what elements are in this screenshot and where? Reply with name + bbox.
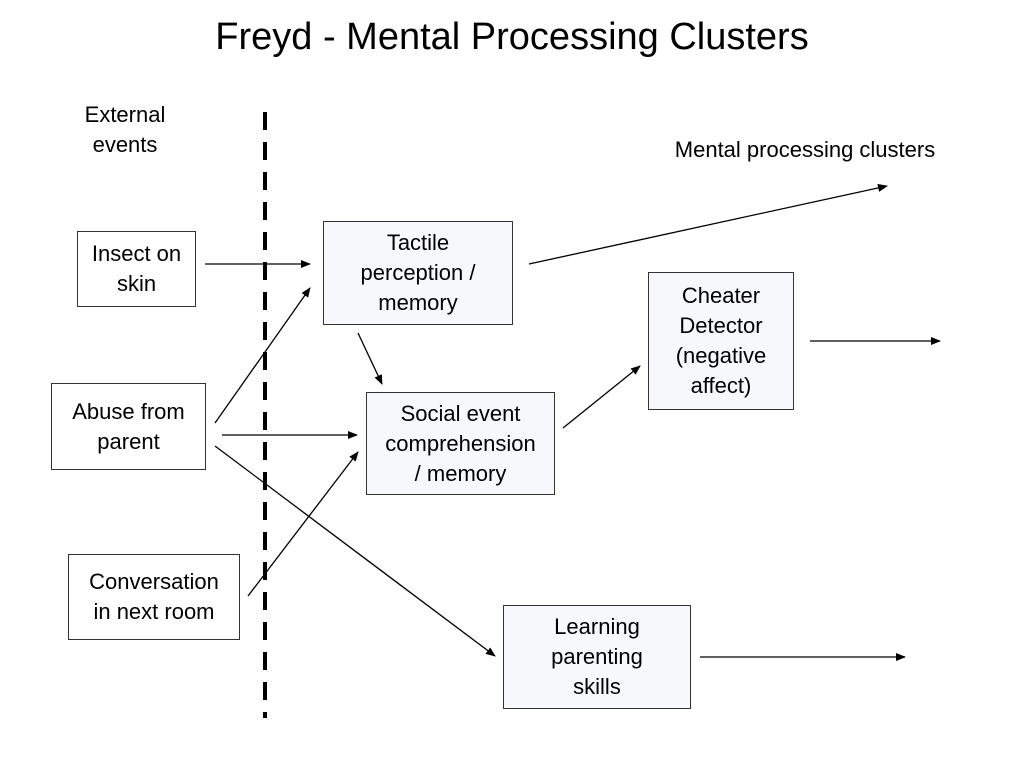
box-insect-on-skin: Insect on skin (77, 231, 196, 307)
box-cheater-detector: Cheater Detector (negative affect) (648, 272, 794, 410)
arrow-tactile-to-clusters (528, 184, 888, 265)
arrow-abuse-to-tactile (214, 287, 311, 424)
slide-title: Freyd - Mental Processing Clusters (215, 16, 809, 58)
box-abuse-from-parent: Abuse from parent (51, 383, 206, 470)
box-social-event-comprehension: Social event comprehension / memory (366, 392, 555, 495)
box-conversation-in-next-room: Conversation in next room (68, 554, 240, 640)
arrow-conversation-to-social (247, 451, 359, 597)
box-tactile-perception-memory: Tactile perception / memory (323, 221, 513, 325)
box-learning-parenting-skills: Learning parenting skills (503, 605, 691, 709)
external-events-label: External events (84, 102, 166, 157)
mental-processing-clusters-label: Mental processing clusters (674, 137, 936, 162)
arrow-tactile-to-social (357, 332, 383, 385)
arrow-social-to-cheater (562, 365, 641, 429)
